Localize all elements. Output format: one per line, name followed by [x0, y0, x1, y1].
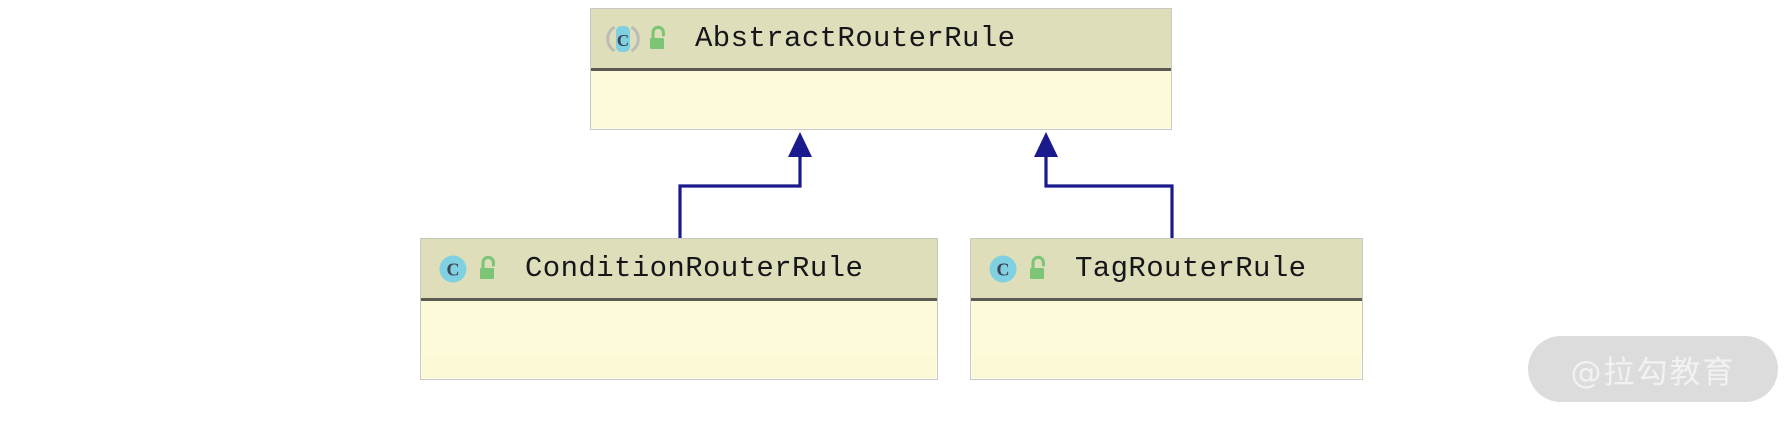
watermark-badge: @拉勾教育: [1528, 336, 1778, 402]
class-members-compartment: [421, 301, 937, 357]
class-header: C AbstractRouterRule: [591, 9, 1171, 71]
class-header: C ConditionRouterRule: [421, 239, 937, 301]
class-name: AbstractRouterRule: [695, 22, 1016, 55]
svg-text:C: C: [617, 31, 629, 50]
edge-condition-extends-abstract: [678, 132, 812, 238]
svg-text:C: C: [997, 259, 1010, 279]
class-members-compartment: [591, 71, 1171, 127]
unlocked-padlock-icon: [645, 24, 671, 54]
class-name: TagRouterRule: [1075, 252, 1307, 285]
edge-tag-extends-abstract: [1034, 132, 1174, 238]
class-members-compartment: [971, 301, 1362, 357]
unlocked-padlock-icon: [475, 254, 501, 284]
class-node-condition-router-rule[interactable]: C ConditionRouterRule: [420, 238, 938, 380]
abstract-class-icon: C: [605, 21, 641, 57]
class-node-abstract-router-rule[interactable]: C AbstractRouterRule: [590, 8, 1172, 130]
watermark-text: @拉勾教育: [1570, 354, 1736, 391]
svg-text:C: C: [447, 259, 460, 279]
class-node-tag-router-rule[interactable]: C TagRouterRule: [970, 238, 1363, 380]
class-icon: C: [985, 251, 1021, 287]
unlocked-padlock-icon: [1025, 254, 1051, 284]
class-icon: C: [435, 251, 471, 287]
class-name: ConditionRouterRule: [525, 252, 864, 285]
class-header: C TagRouterRule: [971, 239, 1362, 301]
